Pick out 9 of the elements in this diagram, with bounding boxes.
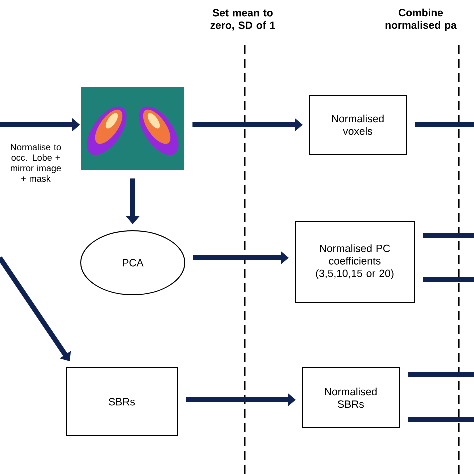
process-box: Normalised SBRs xyxy=(302,368,400,428)
process-box: Normalised voxels xyxy=(309,95,407,155)
arrow xyxy=(0,256,72,362)
picture xyxy=(82,88,184,170)
column-heading: Set mean to zero, SD of 1 xyxy=(210,9,276,31)
process-box: Normalised PC coefficients (3,5,10,15 or 20) xyxy=(295,221,415,303)
process-box: SBRs xyxy=(66,368,178,436)
column-heading: Combine normalised pa xyxy=(386,8,457,32)
edge-label: Normalise to occ. Lobe + mirror image + mask xyxy=(11,144,62,182)
